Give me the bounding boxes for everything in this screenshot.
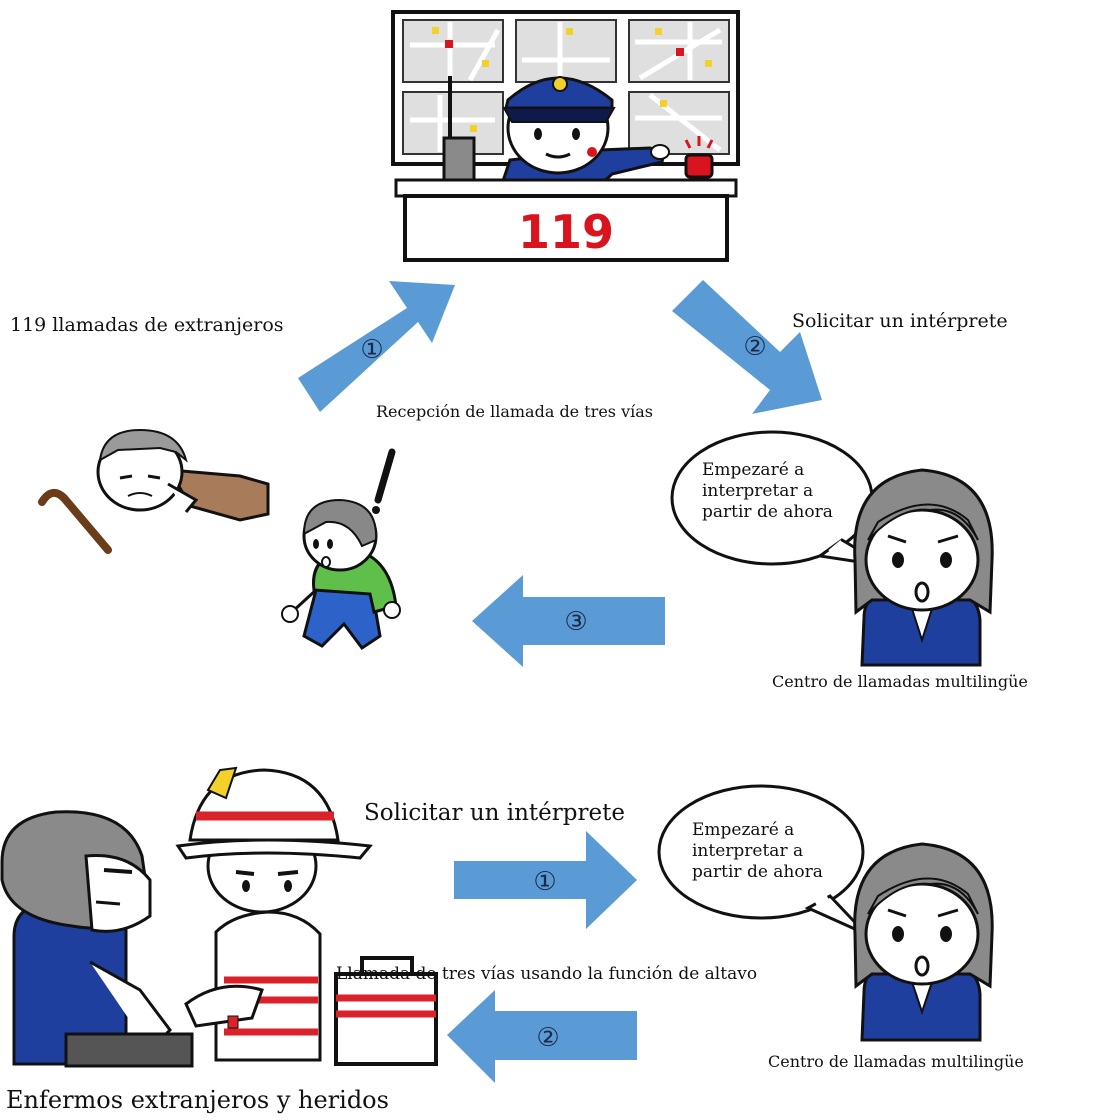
arrow-2-top bbox=[672, 280, 822, 414]
paramedic-figure bbox=[175, 766, 373, 1062]
exclamation-icon bbox=[374, 448, 396, 504]
arrow-1-top bbox=[298, 281, 455, 412]
map-markers bbox=[432, 27, 712, 132]
siren-icon bbox=[684, 136, 714, 179]
cane-icon bbox=[38, 488, 112, 554]
caller-label-top: 119 llamadas de extranjeros bbox=[10, 314, 284, 336]
call-center-label-bottom: Centro de llamadas multilingüe bbox=[768, 1052, 1024, 1071]
bubble-line: Empezaré a bbox=[692, 820, 795, 840]
first-aid-kit-icon bbox=[334, 956, 438, 1066]
step-3-top: ③ bbox=[564, 607, 587, 637]
helmet-icon bbox=[188, 768, 340, 842]
desk-top bbox=[394, 178, 738, 198]
request-interpreter-label-top: Solicitar un intérprete bbox=[792, 310, 1008, 332]
bubble-line: Empezaré a bbox=[702, 460, 805, 480]
bubble-line: partir de ahora bbox=[692, 862, 823, 882]
radio-icon bbox=[442, 136, 476, 186]
bottom-arrows: ① ② bbox=[447, 831, 637, 1083]
speakerphone-call-label: Llamada de tres vías usando la función d… bbox=[336, 964, 758, 984]
bubble-line: partir de ahora bbox=[702, 502, 833, 522]
patient-figure bbox=[0, 810, 194, 1068]
bubble-line: interpretar a bbox=[692, 841, 804, 861]
interpreter-figure-top bbox=[853, 468, 994, 667]
bubble-text-bottom: Empezaré a interpretar a partir de ahora bbox=[692, 820, 823, 883]
bubble-text-top: Empezaré a interpretar a partir de ahora bbox=[702, 460, 833, 523]
arrow-3-top bbox=[472, 575, 665, 667]
interpreter-figure-bottom bbox=[853, 842, 994, 1042]
patients-label: Enfermos extranjeros y heridos bbox=[6, 1086, 389, 1114]
step-1-top: ① bbox=[360, 335, 383, 365]
three-way-call-label: Recepción de llamada de tres vías bbox=[376, 402, 653, 421]
request-interpreter-label-bottom: Solicitar un intérprete bbox=[364, 800, 625, 826]
speech-bubble-bottom bbox=[657, 784, 868, 936]
step-2-top: ② bbox=[743, 332, 766, 362]
call-center-label-top: Centro de llamadas multilingüe bbox=[772, 672, 1028, 691]
dispatch-center-illustration: 119 bbox=[391, 10, 740, 262]
bubble-line: interpretar a bbox=[702, 481, 814, 501]
top-arrows: ① ② ③ bbox=[298, 280, 822, 667]
step-2-bottom: ② bbox=[536, 1023, 559, 1053]
collapsed-elder-figure bbox=[38, 428, 270, 554]
arrow-2-bottom bbox=[447, 990, 637, 1083]
desk-front bbox=[403, 194, 729, 262]
boy-caller-figure bbox=[281, 448, 401, 651]
arrow-1-bottom bbox=[454, 831, 637, 929]
step-1-bottom: ① bbox=[533, 867, 556, 897]
dispatch-number-sign: 119 bbox=[518, 205, 614, 259]
